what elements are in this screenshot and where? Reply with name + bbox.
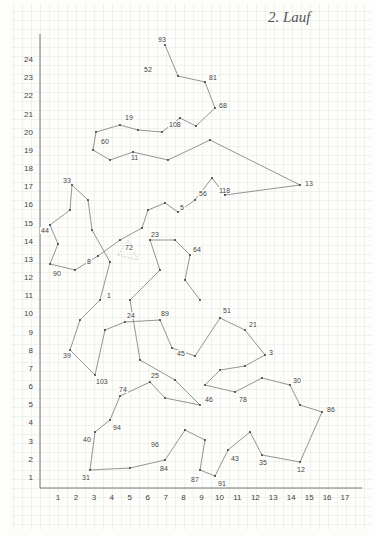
axis-number: 4 (29, 419, 33, 427)
point-number: 60 (100, 138, 110, 145)
point-number: 74 (118, 386, 128, 393)
axis-number: 8 (29, 347, 33, 355)
axis-number: 21 (24, 111, 33, 119)
axis-number: 22 (24, 92, 33, 100)
x-axis (40, 488, 362, 489)
point-number: 87 (190, 476, 200, 483)
point-number: 40 (82, 436, 92, 443)
point-number: 118 (218, 187, 231, 194)
axis-number: 7 (163, 494, 167, 502)
point-number: 1 (106, 292, 112, 299)
point-number: 43 (230, 455, 240, 462)
axis-number: 16 (323, 494, 332, 502)
point-number: 78 (238, 396, 248, 403)
axis-number: 10 (24, 310, 33, 318)
axis-number: 15 (24, 220, 33, 228)
axis-number: 13 (24, 256, 33, 264)
grid (12, 4, 372, 530)
point-number: 3 (268, 349, 274, 356)
axis-number: 9 (29, 329, 33, 337)
y-axis (40, 34, 41, 488)
axis-number: 17 (341, 494, 350, 502)
axis-number: 12 (251, 494, 260, 502)
point-number: 31 (81, 474, 91, 481)
point-number: 108 (168, 121, 182, 128)
title-note: 2. Lauf (268, 10, 311, 25)
point-number: 23 (150, 231, 160, 238)
axis-number: 14 (24, 238, 33, 246)
point-number: 52 (143, 66, 153, 73)
axis-number: 9 (199, 494, 203, 502)
route-line (50, 45, 322, 476)
axis-number: 15 (305, 494, 314, 502)
axis-number: 7 (29, 365, 33, 373)
axis-number: 2 (74, 494, 78, 502)
point-number: 25 (150, 372, 160, 379)
axis-number: 18 (24, 165, 33, 173)
point-number: 5 (179, 204, 185, 211)
axis-number: 14 (287, 494, 296, 502)
axis-number: 3 (92, 494, 96, 502)
point-number: 96 (150, 441, 160, 448)
axis-number: 1 (29, 474, 33, 482)
point-number: 90 (52, 270, 62, 277)
axis-number: 23 (24, 74, 33, 82)
axis-number: 6 (145, 494, 149, 502)
point-number: 39 (62, 352, 72, 359)
axis-number: 8 (181, 494, 185, 502)
point-number: 11 (130, 154, 139, 161)
axis-number: 19 (24, 147, 33, 155)
point-number: 46 (204, 396, 214, 403)
point-number: 44 (40, 227, 50, 234)
point-number: 94 (112, 424, 122, 431)
point-number: 45 (176, 350, 186, 357)
point-number: 12 (296, 466, 306, 473)
axis-number: 11 (233, 494, 241, 502)
point-number: 8 (86, 258, 92, 265)
axis-number: 4 (110, 494, 114, 502)
point-number: 13 (304, 180, 314, 187)
point-number: 84 (159, 465, 169, 472)
axis-number: 16 (24, 201, 33, 209)
point-number: 72 (124, 244, 134, 251)
point-number: 21 (248, 321, 258, 328)
axis-number: 13 (269, 494, 278, 502)
axis-number: 24 (24, 56, 33, 64)
axis-number: 20 (24, 129, 33, 137)
point-number: 35 (258, 459, 268, 466)
point-number: 91 (217, 480, 227, 487)
point-number: 68 (218, 102, 228, 109)
axis-number: 1 (56, 494, 60, 502)
point-number: 24 (126, 312, 136, 319)
point-number: 81 (208, 74, 218, 81)
axis-number: 3 (29, 438, 33, 446)
point-number: 51 (222, 307, 232, 314)
point-number: 103 (95, 378, 109, 385)
axis-number: 5 (128, 494, 132, 502)
axis-number: 17 (24, 183, 33, 191)
point-number: 86 (326, 406, 336, 413)
point-number: 56 (198, 190, 208, 197)
axis-number: 10 (215, 494, 224, 502)
route-shading (118, 240, 138, 260)
axis-number: 5 (29, 401, 33, 409)
axis-number: 2 (29, 456, 33, 464)
point-number: 64 (192, 246, 202, 253)
axis-number: 6 (29, 383, 33, 391)
point-number: 33 (62, 177, 72, 184)
point-number: 19 (124, 114, 134, 121)
axis-number: 11 (25, 292, 33, 300)
point-number: 89 (160, 310, 170, 317)
axis-number: 12 (24, 274, 33, 282)
point-number: 93 (157, 36, 167, 43)
point-number: 30 (292, 377, 302, 384)
